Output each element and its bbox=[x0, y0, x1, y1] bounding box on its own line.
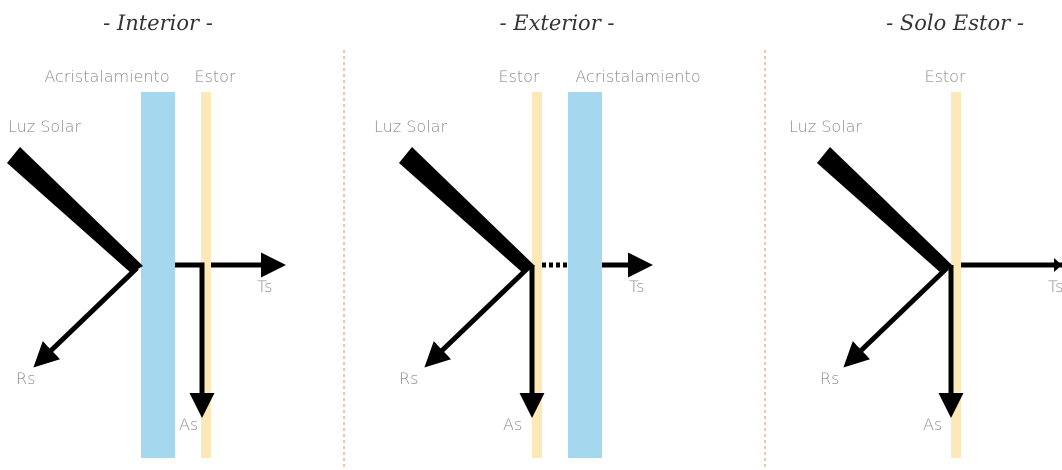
panel-exterior: - Exterior - Estor Acristalamiento Luz S… bbox=[374, 11, 701, 458]
blind-strip bbox=[201, 92, 211, 458]
absorbed-label: As bbox=[503, 415, 522, 434]
sunlight-beam bbox=[399, 147, 535, 273]
absorbed-label: As bbox=[923, 415, 942, 434]
sunlight-label: Luz Solar bbox=[8, 117, 81, 136]
glazing-pane bbox=[568, 92, 602, 458]
blind-strip bbox=[532, 92, 542, 458]
blind-label: Estor bbox=[194, 67, 236, 86]
transmitted-arrowhead bbox=[1054, 258, 1062, 272]
glazing-pane bbox=[141, 92, 175, 458]
absorbed-label: As bbox=[179, 415, 198, 434]
panel-interior: - Interior - Acristalamiento Estor Luz S… bbox=[7, 11, 286, 458]
reflected-arrow bbox=[33, 266, 139, 368]
transmitted-label: Ts bbox=[257, 277, 272, 296]
blind-strip bbox=[951, 92, 961, 458]
sunlight-label: Luz Solar bbox=[789, 117, 862, 136]
panel-title: - Solo Estor - bbox=[886, 11, 1024, 35]
sunlight-beam bbox=[817, 147, 953, 273]
glazing-label: Acristalamiento bbox=[575, 67, 700, 86]
transmitted-label: Ts bbox=[629, 277, 644, 296]
panel-solo-estor: - Solo Estor - Estor Luz Solar Ts Rs As bbox=[789, 11, 1062, 458]
panel-title: - Exterior - bbox=[499, 11, 614, 35]
blind-label: Estor bbox=[924, 67, 966, 86]
absorbed-arrow bbox=[175, 262, 215, 418]
glazing-label: Acristalamiento bbox=[44, 67, 169, 86]
transmitted-label: Ts bbox=[1048, 277, 1062, 296]
sunlight-beam bbox=[7, 147, 143, 273]
reflected-arrow bbox=[843, 266, 949, 368]
reflected-label: Rs bbox=[399, 369, 418, 388]
sunlight-label: Luz Solar bbox=[374, 117, 447, 136]
reflected-label: Rs bbox=[820, 369, 839, 388]
reflected-arrow bbox=[424, 266, 530, 368]
blind-label: Estor bbox=[498, 67, 540, 86]
panel-title: - Interior - bbox=[103, 11, 213, 35]
reflected-label: Rs bbox=[16, 369, 35, 388]
